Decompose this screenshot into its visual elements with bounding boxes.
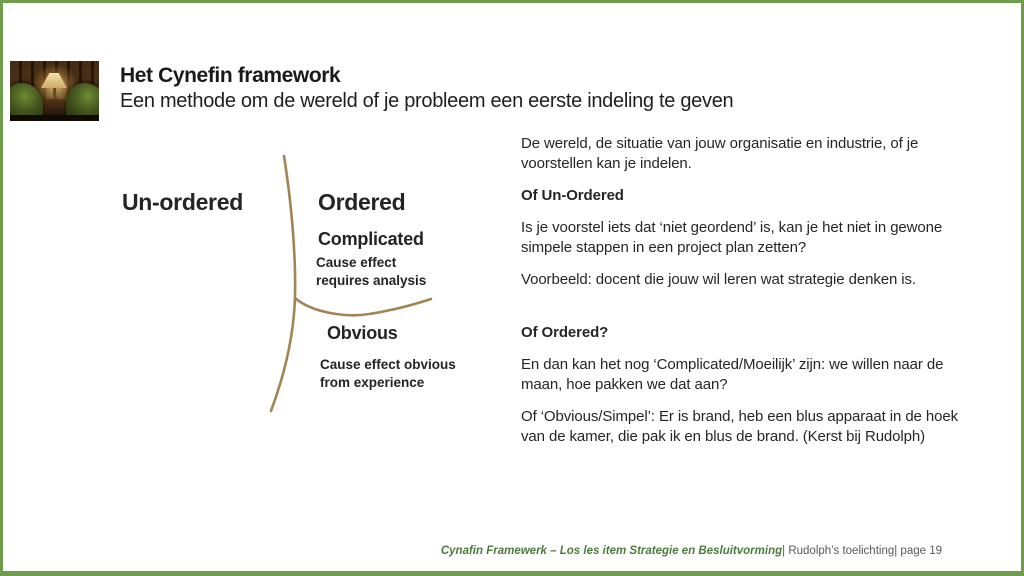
body-paragraph-obvious: Of ‘Obvious/Simpel’: Er is brand, heb ee… xyxy=(521,408,958,445)
footer-page-info: | Rudolph’s toelichting| page 19 xyxy=(782,545,942,557)
page-title: Het Cynefin framework xyxy=(120,64,341,87)
footer-course-title: Cynafin Framewerk – Los les item Strateg… xyxy=(440,545,783,557)
curve-branch-divider xyxy=(293,296,433,317)
page-subtitle: Een methode om de wereld of je probleem … xyxy=(120,90,734,112)
body-heading-ordered: Of Ordered? xyxy=(521,324,609,341)
body-heading-unordered: Of Un-Ordered xyxy=(521,187,624,204)
body-paragraph-intro: De wereld, de situatie van jouw organisa… xyxy=(521,135,919,172)
body-paragraph-example: Voorbeeld: docent die jouw wil leren wat… xyxy=(521,271,916,288)
cynefin-curve xyxy=(269,154,433,413)
side-table xyxy=(37,99,73,117)
body-text-column: De wereld, de situatie van jouw organisa… xyxy=(521,134,961,459)
body-paragraph-complicated: En dan kan het nog ‘Complicated/Moeilijk… xyxy=(521,356,944,393)
diagram-caption-obvious: Cause effect obvious from experience xyxy=(320,357,456,390)
lamp-icon xyxy=(41,73,67,88)
study-room-photo xyxy=(10,61,99,121)
slide-footer: Cynafin Framewerk – Los les item Strateg… xyxy=(441,545,942,557)
diagram-label-unordered: Un-ordered xyxy=(122,189,243,215)
diagram-caption-complicated: Cause effect requires analysis xyxy=(316,255,427,288)
diagram-label-obvious: Obvious xyxy=(327,323,398,343)
body-paragraph-unordered: Is je voorstel iets dat ‘niet geordend’ … xyxy=(521,219,943,256)
diagram-label-complicated: Complicated xyxy=(318,229,424,249)
header: Het Cynefin framework Een methode om de … xyxy=(120,63,734,114)
curve-main-divider xyxy=(269,154,297,413)
lamp-stem xyxy=(53,88,56,101)
diagram-label-ordered: Ordered xyxy=(318,189,406,215)
photo-floor xyxy=(10,115,99,121)
green-chair-right xyxy=(66,83,99,121)
